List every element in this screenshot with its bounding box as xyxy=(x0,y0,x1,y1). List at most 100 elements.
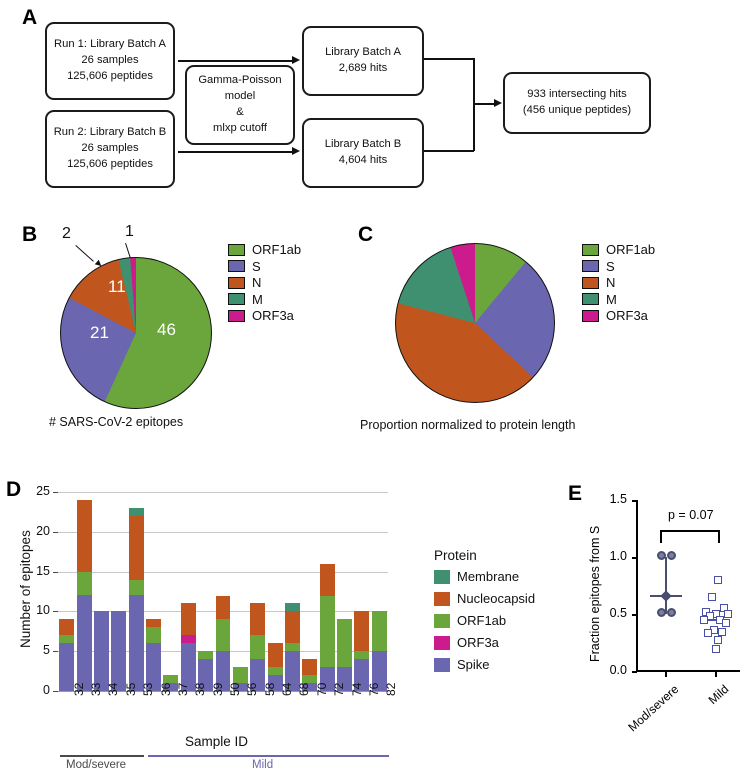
panel-e-y-axis xyxy=(636,500,638,672)
bar-segment-spike xyxy=(302,683,318,691)
bar-segment-orf1ab xyxy=(319,595,335,668)
group-label-mild: Mild xyxy=(252,759,274,771)
flow-box-batch-a: Library Batch A 2,689 hits xyxy=(302,26,424,96)
y-tick-mark-10 xyxy=(53,611,58,613)
bar-segment-spike xyxy=(337,667,353,691)
legend-swatch-n-icon xyxy=(582,276,599,289)
legend-item-orf1ab: ORF1ab xyxy=(582,242,656,257)
bar-segment-spike xyxy=(354,659,370,691)
bar-segment-spike xyxy=(180,643,196,691)
bar-segment-orf1ab xyxy=(232,667,248,684)
legend-swatch-s-icon xyxy=(228,260,245,272)
data-point-mild xyxy=(722,619,730,628)
bar-segment-spike xyxy=(163,683,179,691)
bar-segment-orf1ab xyxy=(59,635,75,644)
flow-box-result-line-1: (456 unique peptides) xyxy=(522,104,632,116)
y-tick-mark-15 xyxy=(53,571,58,573)
bar-segment-nucleocapsid xyxy=(180,603,196,636)
panel-e-xtick-mark-1 xyxy=(665,672,667,677)
legend-panel-b: ORF1ab S N M ORF3a xyxy=(228,242,302,326)
legend-item-orf3a: ORF3a xyxy=(228,308,301,323)
arrow-run1 xyxy=(178,60,292,62)
legend-swatch-s-icon xyxy=(582,260,599,272)
panel-letter-a: A xyxy=(22,6,38,29)
bar-sample-70 xyxy=(302,492,318,691)
bar-segment-spike xyxy=(59,643,75,691)
flow-box-model-line-1: model xyxy=(224,90,256,103)
bar-segment-orf1ab xyxy=(354,651,370,660)
bar-sample-58 xyxy=(250,492,266,691)
bar-segment-orf1ab xyxy=(215,619,231,652)
bar-segment-spike xyxy=(285,651,300,691)
bar-sample-39 xyxy=(198,492,214,691)
x-tick-label-53: 53 xyxy=(141,682,156,696)
whisker-vertical-mod-severe xyxy=(665,557,668,614)
bar-sample-56 xyxy=(232,492,248,691)
x-tick-label-33: 33 xyxy=(89,682,104,696)
arrow-run2-head xyxy=(292,147,300,155)
x-tick-label-34: 34 xyxy=(106,682,121,696)
panel-d-y-axis-title: Number of epitopes xyxy=(18,530,33,648)
bar-segment-orf1ab xyxy=(198,651,214,660)
x-tick-label-68: 68 xyxy=(297,682,312,696)
bar-segment-nucleocapsid xyxy=(146,619,161,628)
bar-segment-orf1ab xyxy=(302,675,318,684)
legend-item-spike: Spike xyxy=(434,657,535,672)
bar-segment-spike xyxy=(93,611,109,691)
legend-label-orf1ab: ORF1ab xyxy=(252,242,302,257)
data-point-mild xyxy=(714,636,722,645)
panel-e-y-tick-mark-1-5 xyxy=(632,500,637,502)
panel-e-y-tick-label-0: 0.0 xyxy=(609,663,627,677)
legend-item-m: M xyxy=(228,292,301,307)
flow-box-batch-b: Library Batch B 4,604 hits xyxy=(302,118,424,188)
flow-box-batch-a-line-1: 2,689 hits xyxy=(338,62,388,74)
arrow-result xyxy=(473,103,495,105)
bar-segment-spike xyxy=(250,659,266,691)
legend-label-orf3a: ORF3a xyxy=(252,308,294,323)
y-tick-label-10: 10 xyxy=(36,603,50,618)
legend-swatch-nucleocapsid-icon xyxy=(434,591,450,606)
bar-sample-35 xyxy=(111,492,127,691)
legend-swatch-n-icon xyxy=(228,276,245,289)
bar-segment-membrane xyxy=(285,603,300,612)
panel-b-caption: # SARS-CoV-2 epitopes xyxy=(49,415,184,429)
group-line-mild xyxy=(148,755,389,757)
bar-sample-37 xyxy=(163,492,179,691)
data-point-mild xyxy=(714,575,722,584)
bar-segment-spike xyxy=(76,595,92,691)
legend-item-n: N xyxy=(228,275,301,290)
bar-segment-spike xyxy=(198,659,214,691)
gridline-25 xyxy=(58,492,388,493)
flow-box-run1-line-0: Run 1: Library Batch A xyxy=(54,38,166,51)
bar-segment-membrane xyxy=(128,507,144,516)
x-tick-label-50: 50 xyxy=(228,682,242,696)
x-tick-label-37: 37 xyxy=(175,682,190,696)
x-tick-label-72: 72 xyxy=(332,682,347,696)
y-tick-mark-5 xyxy=(53,651,58,653)
panel-d-plot-area xyxy=(58,492,388,691)
bar-sample-33 xyxy=(76,492,92,691)
y-tick-label-20: 20 xyxy=(36,523,50,538)
arrow-run1-head xyxy=(292,56,300,64)
pie-chart-b xyxy=(60,257,212,409)
flow-box-model-line-2: & xyxy=(236,106,244,118)
median-marker-mod-severe xyxy=(660,589,672,602)
data-point-mild xyxy=(700,615,708,624)
legend-label-orf1ab: ORF1ab xyxy=(606,242,656,257)
legend-item-orf3a: ORF3a xyxy=(434,635,535,650)
y-tick-label-15: 15 xyxy=(36,563,50,578)
y-tick-label-25: 25 xyxy=(36,484,50,498)
panel-c-caption: Proportion normalized to protein length xyxy=(360,418,576,432)
legend-label-s: S xyxy=(252,258,261,274)
bar-segment-nucleocapsid xyxy=(267,643,283,668)
legend-label-orf1ab: ORF1ab xyxy=(457,613,507,628)
legend-item-m: M xyxy=(582,292,655,307)
y-tick-label-5: 5 xyxy=(43,643,50,658)
panel-c-pie: C Proportion normalized to protein lengt… xyxy=(350,215,744,450)
legend-label-orf3a: ORF3a xyxy=(457,635,499,650)
bar-segment-spike xyxy=(128,595,144,691)
bar-segment-orf1ab xyxy=(128,579,144,596)
bar-segment-orf1ab xyxy=(163,675,179,684)
bar-sample-34 xyxy=(93,492,109,691)
